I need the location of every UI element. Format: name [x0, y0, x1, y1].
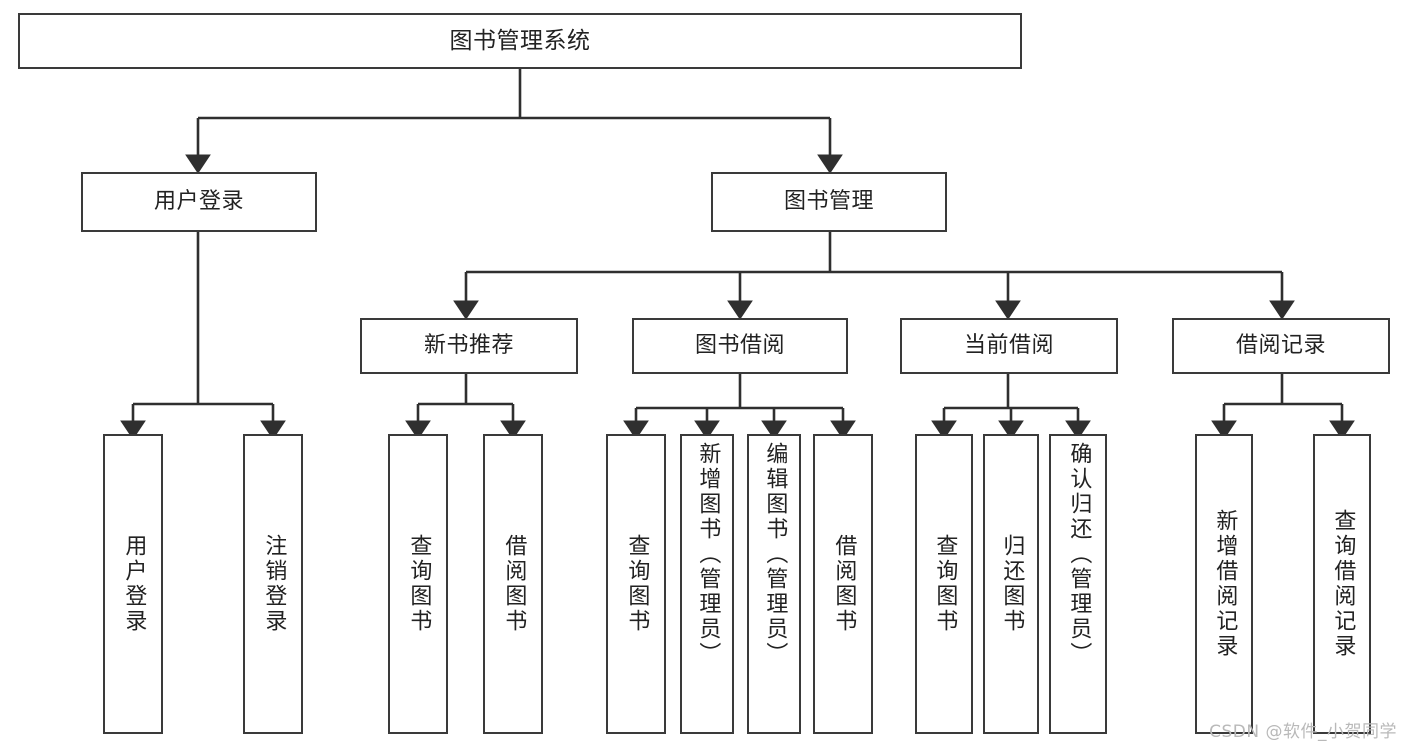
node-leaf-borrow-book-2-label: 借阅图书 [831, 534, 857, 634]
node-leaf-user-login-label: 用户登录 [121, 534, 147, 634]
node-current-borrow[interactable]: 当前借阅 [900, 318, 1118, 374]
node-book-borrow-label: 图书借阅 [694, 333, 785, 359]
node-leaf-edit-book[interactable]: 编辑图书（管理员） [747, 434, 801, 734]
node-leaf-borrow-book-1-label: 借阅图书 [501, 534, 527, 634]
node-leaf-query-book-3-label: 查询图书 [932, 534, 958, 634]
node-leaf-borrow-book-2[interactable]: 借阅图书 [813, 434, 873, 734]
node-book-manage[interactable]: 图书管理 [711, 172, 947, 232]
node-leaf-add-record[interactable]: 新增借阅记录 [1195, 434, 1253, 734]
node-leaf-query-book-1[interactable]: 查询图书 [388, 434, 448, 734]
node-leaf-user-logout[interactable]: 注销登录 [243, 434, 303, 734]
node-leaf-return-book[interactable]: 归还图书 [983, 434, 1039, 734]
node-new-book-rec[interactable]: 新书推荐 [360, 318, 578, 374]
node-leaf-query-book-1-label: 查询图书 [406, 534, 432, 634]
node-leaf-query-record[interactable]: 查询借阅记录 [1313, 434, 1371, 734]
node-leaf-add-book[interactable]: 新增图书（管理员） [680, 434, 734, 734]
node-leaf-query-book-3[interactable]: 查询图书 [915, 434, 973, 734]
node-leaf-confirm-return[interactable]: 确认归还（管理员） [1049, 434, 1107, 734]
node-user-login[interactable]: 用户登录 [81, 172, 317, 232]
node-root-label: 图书管理系统 [449, 27, 591, 54]
node-leaf-query-book-2[interactable]: 查询图书 [606, 434, 666, 734]
node-borrow-record-label: 借阅记录 [1235, 333, 1326, 359]
node-book-manage-label: 图书管理 [783, 189, 874, 215]
node-leaf-borrow-book-1[interactable]: 借阅图书 [483, 434, 543, 734]
node-user-login-label: 用户登录 [153, 189, 244, 215]
node-borrow-record[interactable]: 借阅记录 [1172, 318, 1390, 374]
node-current-borrow-label: 当前借阅 [963, 333, 1054, 359]
node-leaf-query-record-label: 查询借阅记录 [1330, 509, 1356, 659]
node-leaf-add-record-label: 新增借阅记录 [1212, 509, 1238, 659]
node-leaf-return-book-label: 归还图书 [999, 534, 1025, 634]
node-root[interactable]: 图书管理系统 [18, 13, 1022, 69]
node-new-book-rec-label: 新书推荐 [423, 333, 514, 359]
node-leaf-confirm-return-label: 确认归还（管理员） [1066, 442, 1092, 667]
node-leaf-edit-book-label: 编辑图书（管理员） [762, 442, 788, 667]
node-leaf-add-book-label: 新增图书（管理员） [695, 442, 721, 667]
node-leaf-user-login[interactable]: 用户登录 [103, 434, 163, 734]
node-leaf-user-logout-label: 注销登录 [261, 534, 287, 634]
node-book-borrow[interactable]: 图书借阅 [632, 318, 848, 374]
node-leaf-query-book-2-label: 查询图书 [624, 534, 650, 634]
